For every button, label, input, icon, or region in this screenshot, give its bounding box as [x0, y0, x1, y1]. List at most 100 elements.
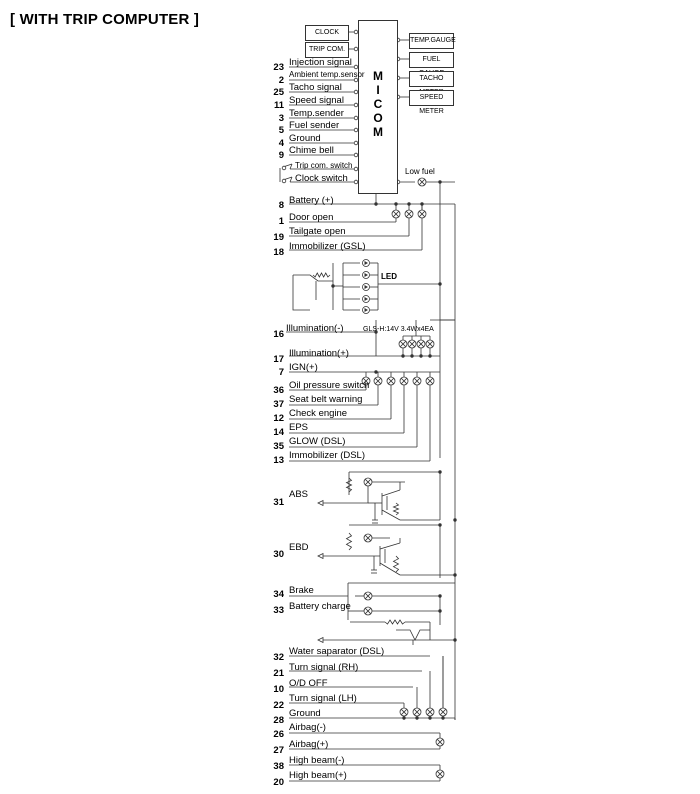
- pin-label: Ambient temp.sensor: [289, 70, 365, 79]
- lamp-symbol: [418, 178, 426, 186]
- trip-com-box: TRIP COM.: [305, 42, 349, 58]
- junction-dot: [374, 330, 378, 334]
- terminal: [281, 165, 287, 171]
- pin-label: High beam(+): [289, 770, 347, 781]
- terminal: [353, 102, 359, 108]
- junction-dot: [441, 716, 445, 720]
- pin-label: Speed signal: [289, 95, 344, 106]
- pin-label: Seat belt warning: [289, 394, 363, 405]
- lamp-symbol: [387, 377, 395, 385]
- junction-dot: [374, 202, 378, 206]
- junction-dot: [438, 523, 442, 527]
- lamp-symbol: [426, 377, 434, 385]
- wire: [396, 629, 430, 641]
- terminal: [353, 46, 359, 52]
- pin-number: 20: [273, 777, 284, 788]
- junction-dot: [453, 573, 457, 577]
- resistor-symbol: [345, 532, 353, 551]
- pin-label: Check engine: [289, 408, 348, 419]
- pin-number: 35: [273, 441, 284, 452]
- pin-label: ABS: [289, 489, 309, 500]
- pin-label: GLOW (DSL): [289, 436, 346, 447]
- lamp-symbol: [417, 340, 425, 348]
- micom-letter: I: [376, 83, 380, 97]
- lamp-symbol: [436, 770, 444, 778]
- pin-label: Airbag(+): [289, 739, 329, 750]
- pin-number: 2: [278, 75, 284, 86]
- lamp-symbol: [364, 607, 372, 615]
- terminal: [353, 127, 359, 133]
- gls-spec-label: GLS-H:14V 3.4Wx4EA: [363, 326, 434, 333]
- led-symbol: [364, 273, 368, 277]
- pin-number: 18: [273, 247, 284, 258]
- junction-dot: [419, 354, 423, 358]
- lamp-symbol: [436, 738, 444, 746]
- pin-number: 33: [273, 605, 284, 616]
- pin-label: Oil pressure switch: [289, 380, 370, 391]
- micom-letter: O: [373, 111, 383, 125]
- pin-number: 27: [273, 745, 284, 756]
- terminal: [353, 179, 359, 185]
- pin-label: Battery charge: [289, 601, 351, 612]
- lamp-symbol: [364, 534, 372, 542]
- led-label: LED: [381, 272, 397, 281]
- pin-number: 3: [278, 113, 284, 124]
- terminal: [353, 64, 359, 70]
- lamp-symbol: [413, 708, 421, 716]
- pin-number: 31: [273, 497, 284, 508]
- wire: [381, 509, 401, 521]
- wire: [379, 542, 401, 550]
- pin-number: 22: [273, 700, 284, 711]
- micom-unit: M I C O M: [358, 20, 398, 194]
- pin-number: 12: [273, 413, 284, 424]
- low-fuel-label: Low fuel: [405, 167, 435, 176]
- pin-number: 14: [273, 427, 284, 438]
- fuel-gauge-box: FUEL GAUGE: [409, 52, 454, 77]
- pin-label: Injection signal: [289, 57, 352, 68]
- wire: [379, 562, 401, 576]
- wire: [293, 274, 333, 282]
- resistor-symbol: [384, 619, 406, 625]
- terminal: [281, 178, 287, 184]
- resistor-symbol: [345, 477, 353, 493]
- led-symbol: [364, 261, 368, 265]
- pin-label: O/D OFF: [289, 678, 328, 689]
- lamp-symbol: [405, 210, 413, 218]
- trip-com-switch-label: Trip com. switch: [295, 161, 353, 170]
- clock-switch-label: Clock switch: [295, 173, 348, 184]
- pin-number: 4: [278, 138, 284, 149]
- pin-number: 38: [273, 761, 284, 772]
- pin-number: 36: [273, 385, 284, 396]
- pin-number: 11: [273, 100, 284, 111]
- pin-label: High beam(-): [289, 755, 345, 766]
- lamp-symbol: [362, 377, 370, 385]
- pin-label: Door open: [289, 212, 334, 223]
- pin-label: Illumination(+): [289, 348, 349, 359]
- pin-label: Temp.sender: [289, 108, 344, 119]
- wire: [292, 275, 310, 311]
- pin-number: 32: [273, 652, 284, 663]
- pin-number: 16: [273, 329, 284, 340]
- pin-label: Ground: [289, 133, 321, 144]
- terminal: [353, 166, 359, 172]
- pin-label: Water saparator (DSL): [289, 646, 385, 657]
- junction-dot: [428, 354, 432, 358]
- lamp-symbol: [408, 340, 416, 348]
- lamp-symbol: [392, 210, 400, 218]
- pin-number: 26: [273, 729, 284, 740]
- pin-label: Ground: [289, 708, 321, 719]
- pin-number: 9: [278, 150, 284, 161]
- lamp-symbol: [364, 478, 372, 486]
- pin-number: 8: [278, 200, 284, 211]
- junction-dot: [401, 354, 405, 358]
- lamp-symbol: [400, 377, 408, 385]
- junction-dot: [453, 518, 457, 522]
- pin-label: Immobilizer (DSL): [289, 450, 366, 461]
- pin-label: EBD: [289, 542, 309, 553]
- terminal: [353, 140, 359, 146]
- lamp-symbol: [399, 340, 407, 348]
- junction-dot: [415, 716, 419, 720]
- connector-arrow: [317, 636, 324, 644]
- speed-meter-box: SPEED METER: [409, 90, 454, 115]
